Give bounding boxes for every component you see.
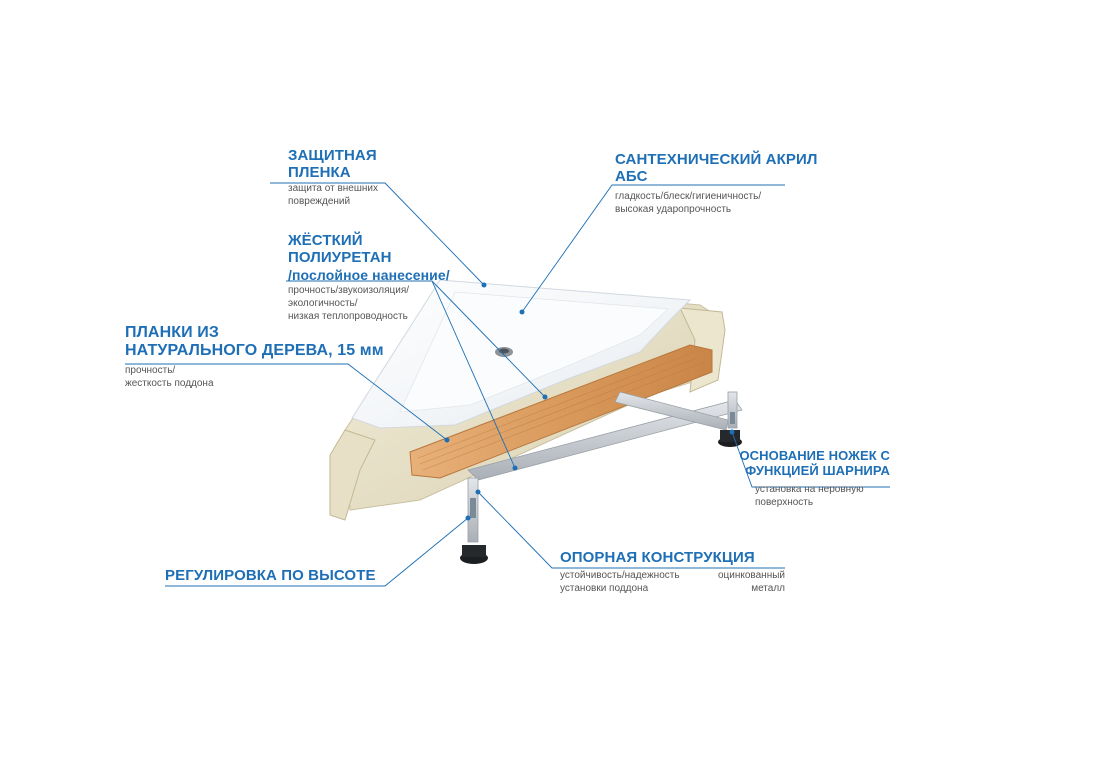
acrylic-desc-1: гладкость/блеск/гигиеничность/ xyxy=(615,190,762,202)
acrylic-desc-2: высокая ударопрочность xyxy=(615,203,732,215)
protective-film-desc-2: повреждений xyxy=(288,195,351,207)
label-hinge-base-desc: установка на неровную поверхность xyxy=(755,483,864,509)
label-wood-planks: ПЛАНКИ ИЗ НАТУРАЛЬНОГО ДЕРЕВА, 15 мм про… xyxy=(125,324,384,390)
support-frame-desc-2: установки поддона xyxy=(560,583,649,594)
support-frame-bar xyxy=(467,399,743,481)
polyurethane-desc-3: низкая теплопроводность xyxy=(288,310,408,322)
wood-planks-title-2: НАТУРАЛЬНОГО ДЕРЕВА, 15 мм xyxy=(125,342,384,360)
wood-planks-title-1: ПЛАНКИ ИЗ xyxy=(125,324,219,341)
hinge-base-desc-1: установка на неровную xyxy=(755,484,864,495)
polyurethane-title-1: ЖЁСТКИЙ xyxy=(288,232,363,249)
leader-lines xyxy=(125,182,890,587)
right-leg xyxy=(727,391,738,429)
polyurethane-title-2: ПОЛИУРЕТАН xyxy=(288,249,392,267)
hinge-base-desc-2: поверхность xyxy=(755,497,814,508)
label-polyurethane: ЖЁСТКИЙ ПОЛИУРЕТАН /послойное нанесение/… xyxy=(288,232,450,323)
polyurethane-subtitle: /послойное нанесение/ xyxy=(288,266,450,283)
support-frame-material-1: оцинкованный xyxy=(717,570,785,581)
polyurethane-cut-edge xyxy=(329,429,376,521)
acrylic-title-1: САНТЕХНИЧЕСКИЙ АКРИЛ xyxy=(615,151,818,168)
label-support-frame: ОПОРНАЯ КОНСТРУКЦИЯ xyxy=(560,549,755,566)
polyurethane-desc-2: экологичность/ xyxy=(288,297,358,309)
wood-plank xyxy=(409,344,713,479)
hinge-base-title-2: ФУНКЦИЕЙ ШАРНИРА xyxy=(745,462,890,478)
acrylic-title-2: АБС xyxy=(615,168,648,186)
label-acrylic: САНТЕХНИЧЕСКИЙ АКРИЛ АБС гладкость/блеск… xyxy=(615,151,817,216)
label-protective-film: ЗАЩИТНАЯ ПЛЕНКА защита от внешних повреж… xyxy=(288,147,378,208)
height-adjust-title: РЕГУЛИРОВКА ПО ВЫСОТЕ xyxy=(165,567,376,584)
protective-film-desc-1: защита от внешних xyxy=(288,182,378,194)
polyurethane-desc-1: прочность/звукоизоляция/ xyxy=(288,284,410,296)
wood-planks-desc-1: прочность/ xyxy=(125,364,176,376)
acrylic-inner-basin xyxy=(399,291,669,413)
support-frame-desc-1: устойчивость/надежность xyxy=(560,570,680,581)
protective-film-title-2: ПЛЕНКА xyxy=(288,164,351,182)
protective-film-title-1: ЗАЩИТНАЯ xyxy=(288,147,377,164)
hinge-base-title-1: ОСНОВАНИЕ НОЖЕК С xyxy=(739,448,890,463)
label-support-frame-desc: устойчивость/надежность установки поддон… xyxy=(560,569,680,595)
wood-planks-desc-2: жесткость поддона xyxy=(125,377,214,389)
label-support-frame-material: оцинкованный металл xyxy=(690,569,785,595)
label-height-adjust: РЕГУЛИРОВКА ПО ВЫСОТЕ xyxy=(165,567,376,584)
label-hinge-base: ОСНОВАНИЕ НОЖЕК С ФУНКЦИЕЙ ШАРНИРА xyxy=(700,448,890,479)
support-frame-material-2: металл xyxy=(751,583,785,594)
support-frame-title: ОПОРНАЯ КОНСТРУКЦИЯ xyxy=(560,549,755,566)
